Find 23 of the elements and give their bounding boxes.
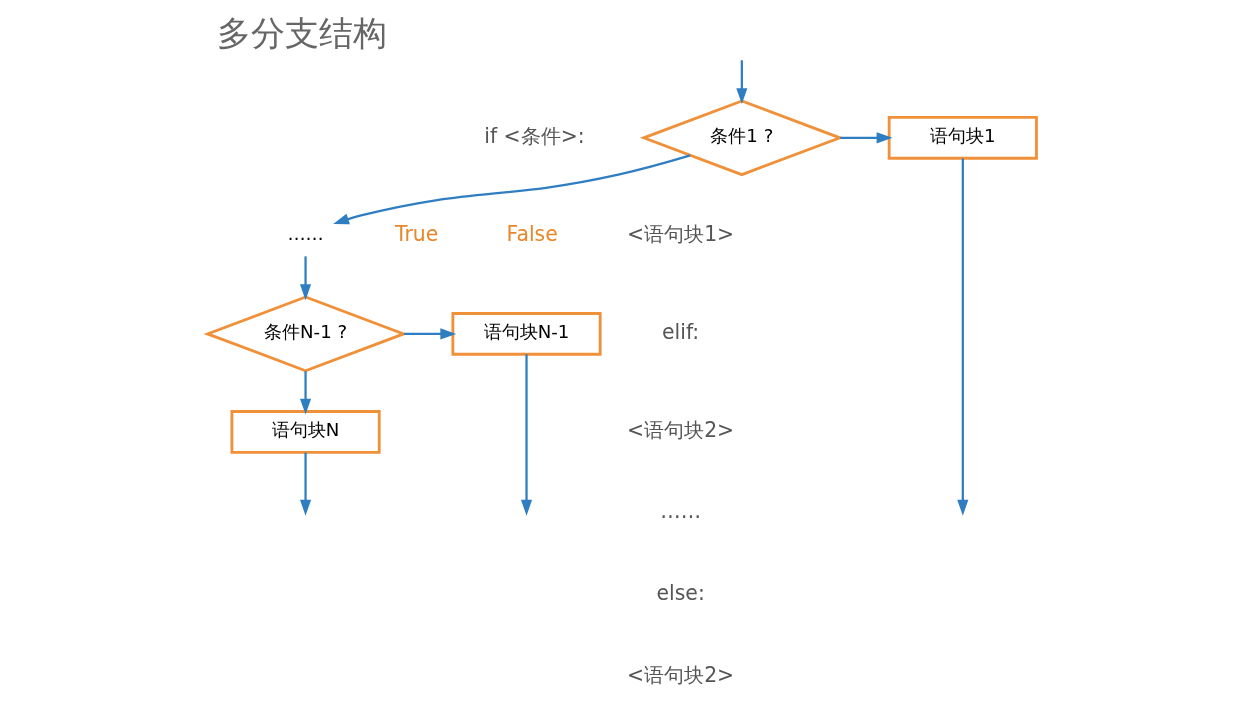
arrow	[736, 60, 748, 105]
node-box: 语句块1	[887, 116, 1038, 160]
label: False	[506, 221, 558, 246]
arrow	[300, 256, 312, 301]
node-box: 语句块N-1	[451, 312, 602, 356]
arrow	[840, 132, 893, 144]
arrow	[333, 154, 691, 225]
label: else:	[656, 581, 705, 606]
label: <语句块1>	[627, 221, 735, 246]
label: if <条件>:	[484, 123, 585, 148]
node-text: ……	[287, 223, 324, 245]
arrow	[300, 371, 312, 415]
arrow	[957, 158, 969, 516]
label: True	[394, 221, 439, 246]
diagram-title: 多分支结构	[217, 12, 388, 53]
label: ……	[660, 499, 702, 524]
label: <语句块2>	[627, 662, 735, 687]
arrow	[520, 354, 533, 516]
node-box: 语句块N	[230, 410, 381, 454]
arrow	[300, 452, 312, 516]
label: <语句块2>	[627, 417, 735, 442]
label: elif:	[662, 319, 700, 344]
arrow	[403, 328, 457, 340]
